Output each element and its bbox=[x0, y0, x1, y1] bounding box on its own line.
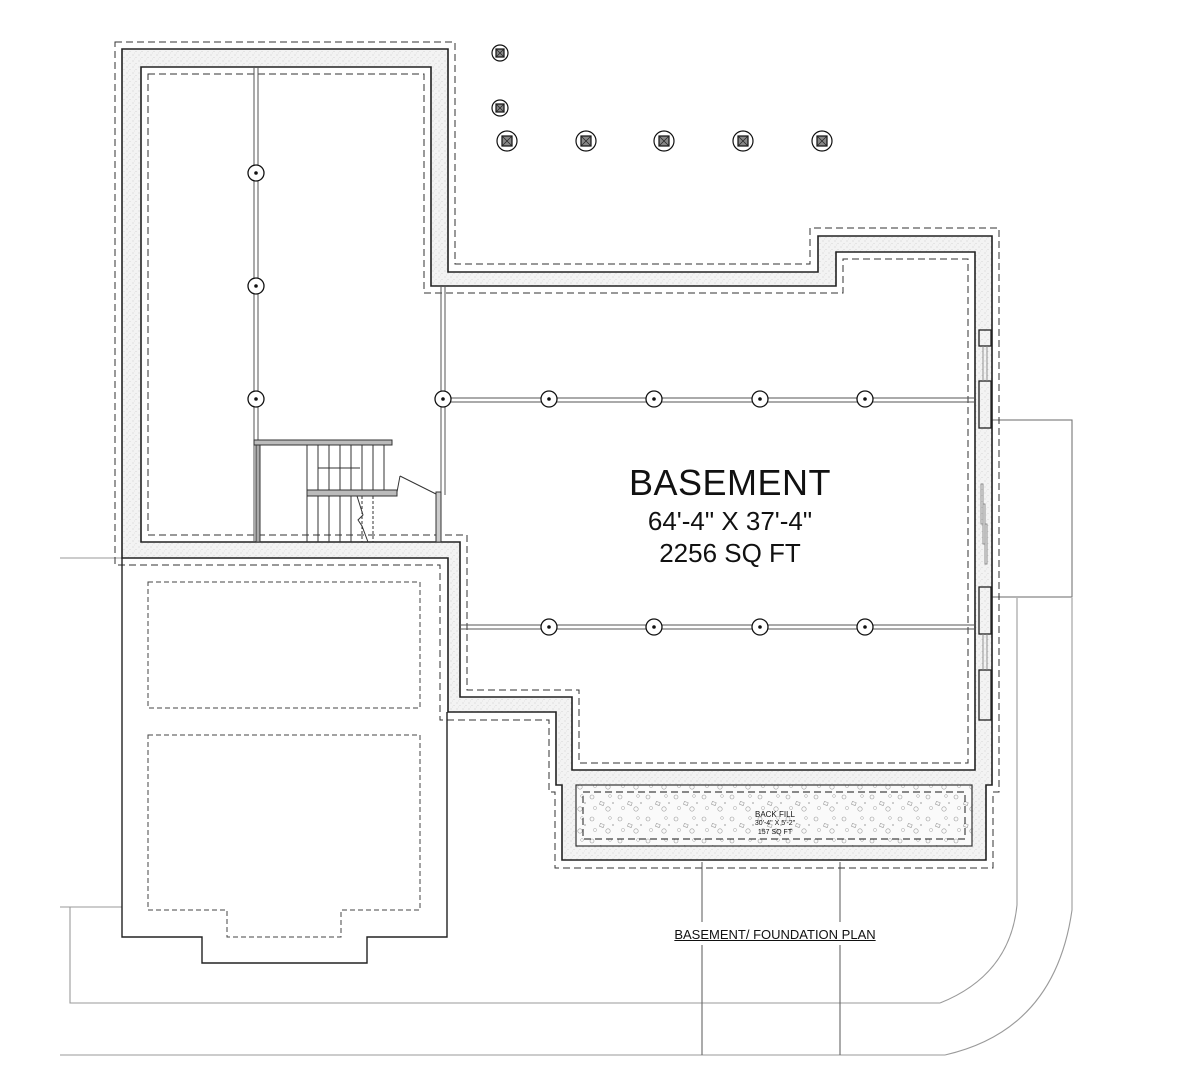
room-dimensions-label: 64'-4" X 37'-4" bbox=[647, 506, 813, 536]
footing-inner bbox=[147, 73, 969, 764]
stairs bbox=[253, 439, 442, 543]
footing-outer bbox=[114, 41, 1000, 869]
plan-title: BASEMENT/ FOUNDATION PLAN bbox=[674, 927, 876, 942]
wall-outer-line bbox=[121, 48, 993, 861]
exterior-piers bbox=[491, 44, 833, 152]
site-lines bbox=[60, 419, 1073, 1056]
backfill-dimensions-label: 30'-4" X 5'-2" bbox=[754, 820, 796, 827]
backfill-name-label: BACK FILL bbox=[754, 810, 795, 819]
backfill-area bbox=[575, 784, 973, 847]
window-wells bbox=[978, 329, 992, 721]
backfill-area-label: 157 SQ FT bbox=[757, 829, 793, 836]
room-area-label: 2256 SQ FT bbox=[659, 538, 801, 568]
garage-slab bbox=[121, 558, 448, 964]
wall-inner-line bbox=[140, 66, 976, 771]
room-name-label: BASEMENT bbox=[628, 462, 832, 503]
